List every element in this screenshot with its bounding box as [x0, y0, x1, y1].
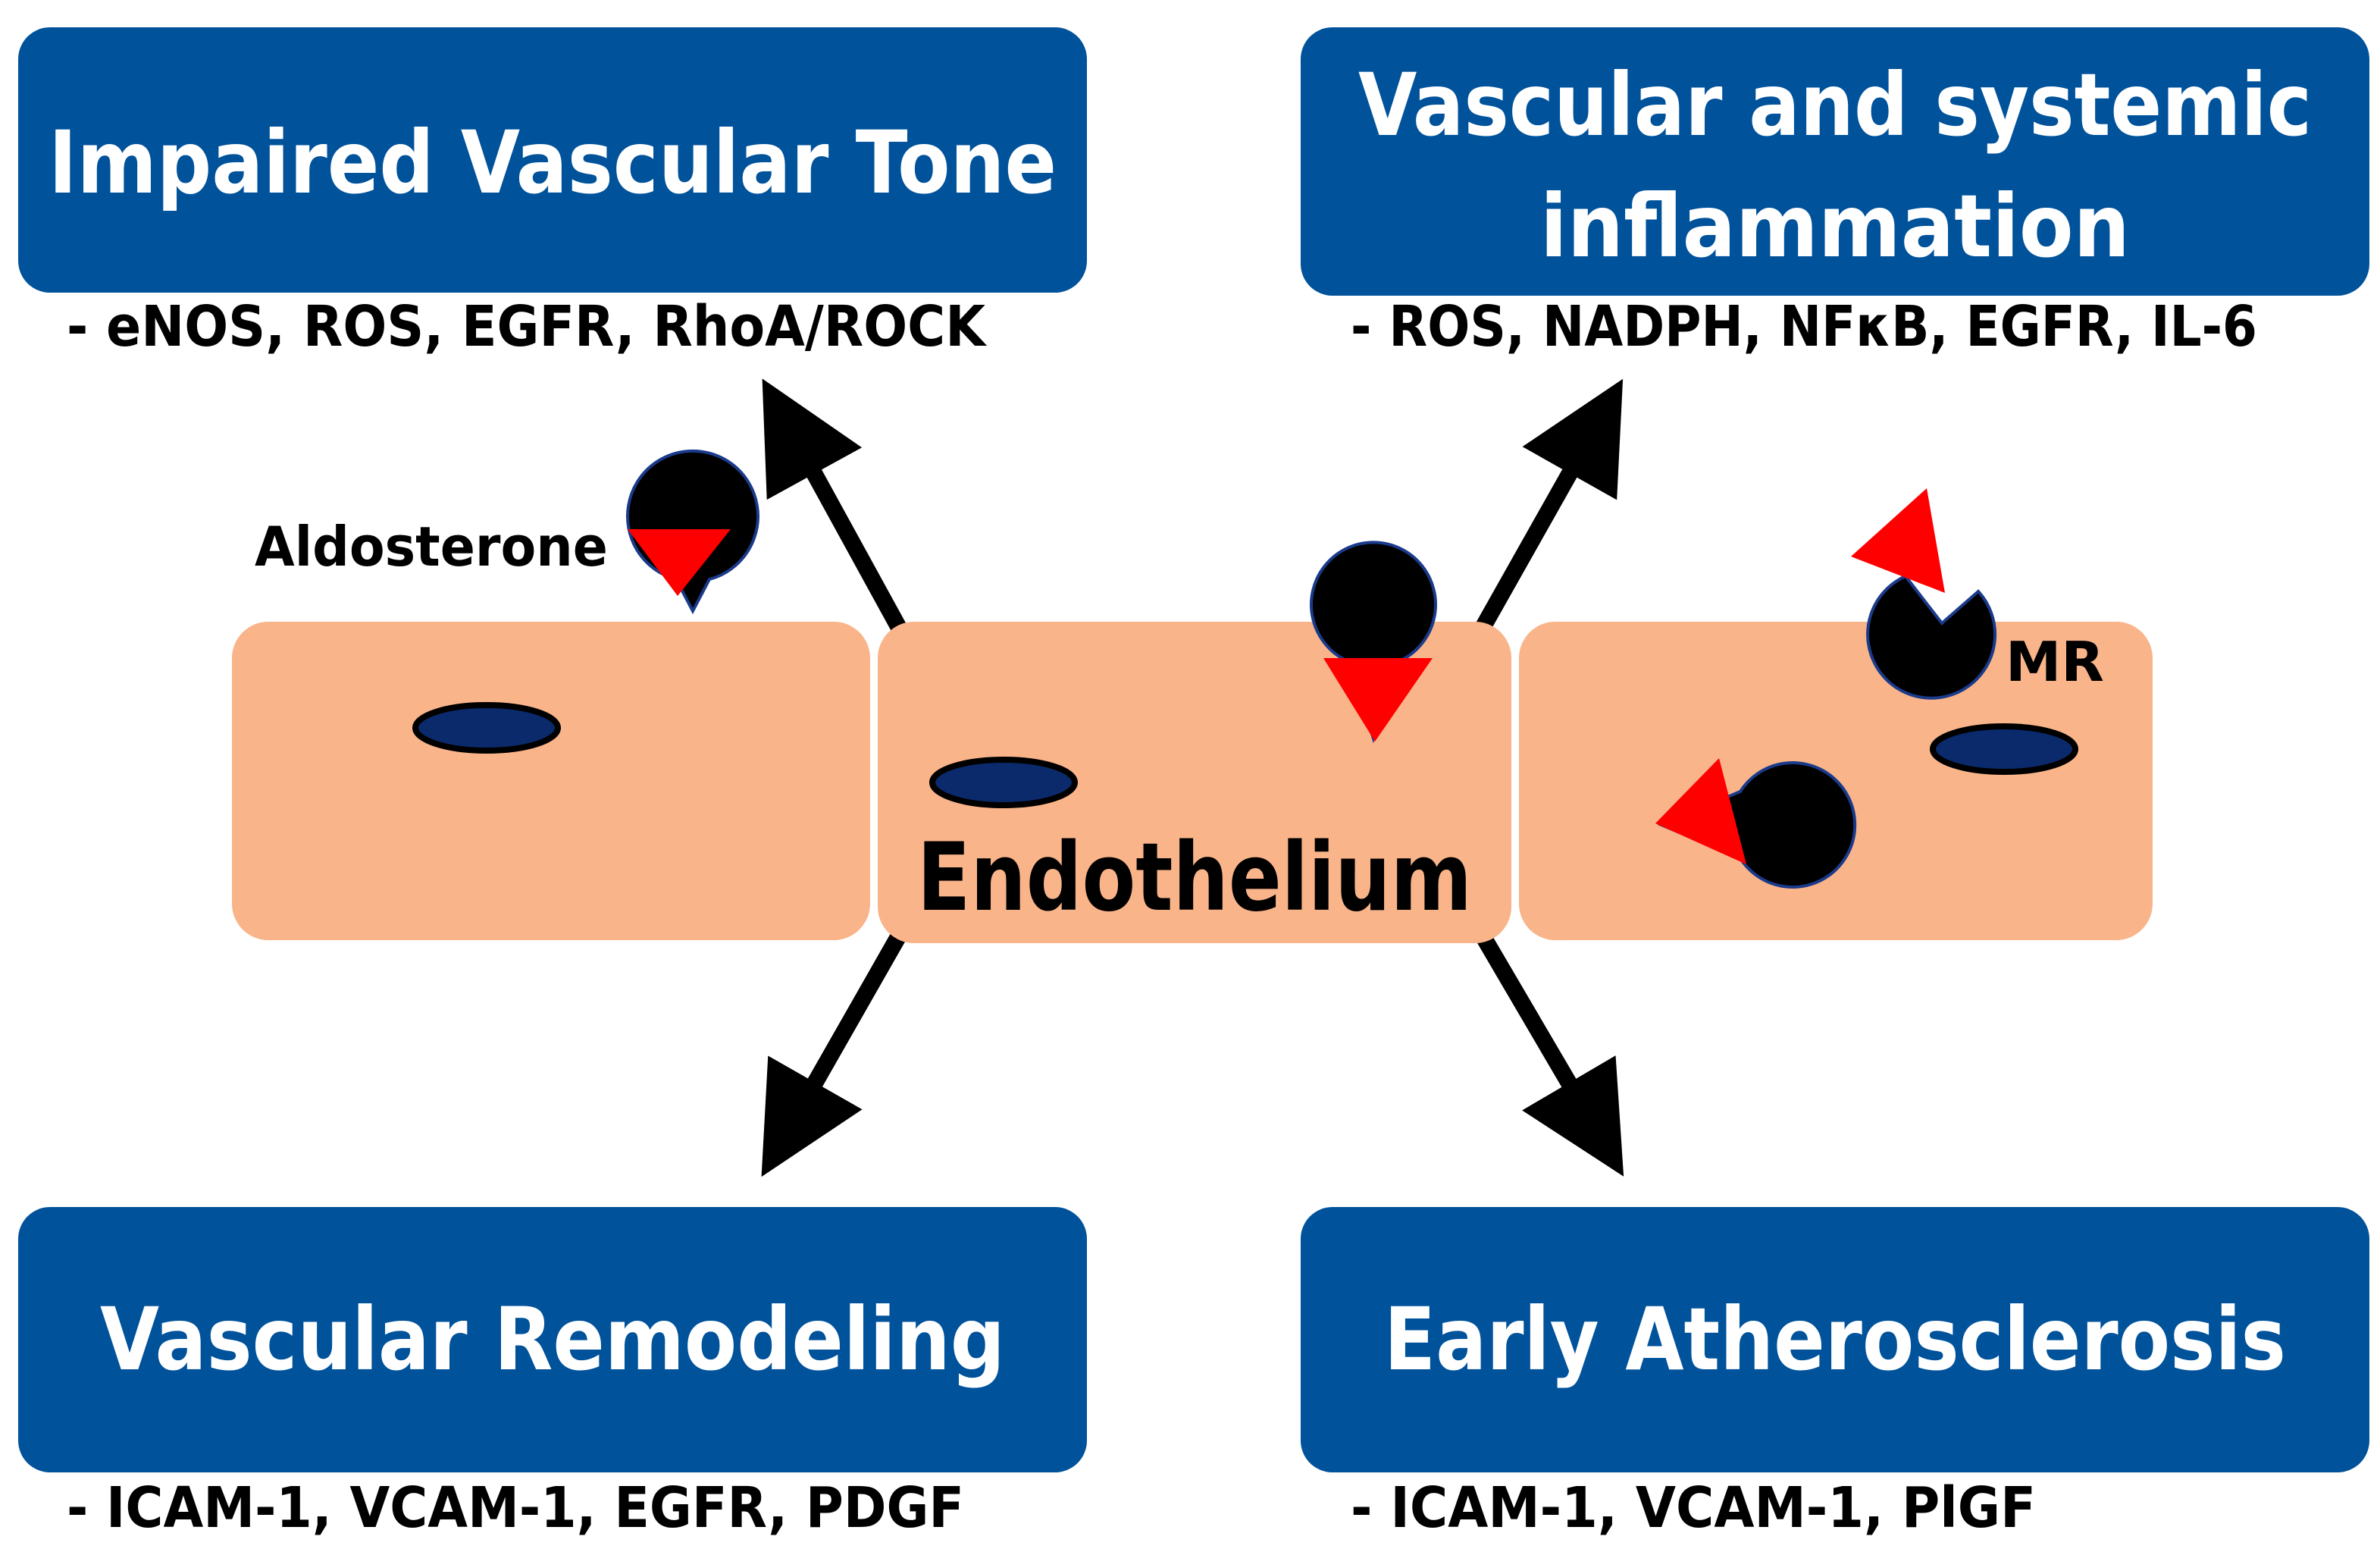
mr-label: MR: [2006, 630, 2104, 694]
mineralocorticoid-receptor-icon: [1866, 574, 1997, 700]
receptor-right-lower: [1655, 758, 1857, 889]
box-title: Early Atherosclerosis: [1384, 1289, 2286, 1390]
marker-list-atherosclerosis: - ICAM-1, VCAM-1, PlGF: [1351, 1475, 2036, 1541]
receptor-right-top: [1851, 488, 1997, 700]
arrow-icon: [1475, 378, 1624, 632]
receptor-center: [1310, 541, 1437, 744]
arrow-icon: [761, 931, 907, 1177]
marker-list-inflammation: - ROS, NADPH, NFκB, EGFR, IL-6: [1351, 294, 2257, 359]
endothelial-cell-left: [232, 622, 870, 940]
aldosterone-triangle-icon: [1323, 658, 1433, 742]
box-vascular-remodeling: Vascular Remodeling: [18, 1207, 1087, 1472]
endothelium-label: Endothelium: [917, 823, 1472, 933]
box-impaired-vascular-tone: Impaired Vascular Tone: [18, 27, 1087, 293]
mineralocorticoid-receptor-icon: [1310, 541, 1437, 744]
arrow-icon: [762, 378, 907, 632]
box-title-line1: Vascular and systemic: [1358, 55, 2312, 155]
nucleus-icon: [1930, 723, 2078, 775]
box-title: Vascular Remodeling: [100, 1289, 1005, 1390]
aldosterone-label: Aldosterone: [255, 515, 608, 578]
box-early-atherosclerosis: Early Atherosclerosis: [1301, 1207, 2369, 1472]
marker-list-remodeling: - ICAM-1, VCAM-1, EGFR, PDGF: [67, 1475, 964, 1541]
nucleus-icon: [412, 702, 561, 754]
box-inflammation: Vascular and systemic inflammation: [1301, 27, 2369, 296]
mineralocorticoid-receptor-icon: [1657, 761, 1857, 889]
arrow-icon: [1475, 931, 1624, 1177]
box-title-line2: inflammation: [1540, 176, 2130, 277]
marker-list-vascular-tone: - eNOS, ROS, EGFR, RhoA/ROCK: [67, 294, 987, 359]
aldosterone-triangle-icon: [1851, 488, 1945, 593]
box-title: Impaired Vascular Tone: [49, 112, 1057, 213]
arrows: [761, 378, 1624, 1177]
receptor-left: [626, 449, 759, 615]
aldosterone-triangle-icon: [1655, 758, 1746, 864]
nucleus-icon: [929, 757, 1078, 808]
aldosterone-triangle-icon: [628, 529, 731, 596]
